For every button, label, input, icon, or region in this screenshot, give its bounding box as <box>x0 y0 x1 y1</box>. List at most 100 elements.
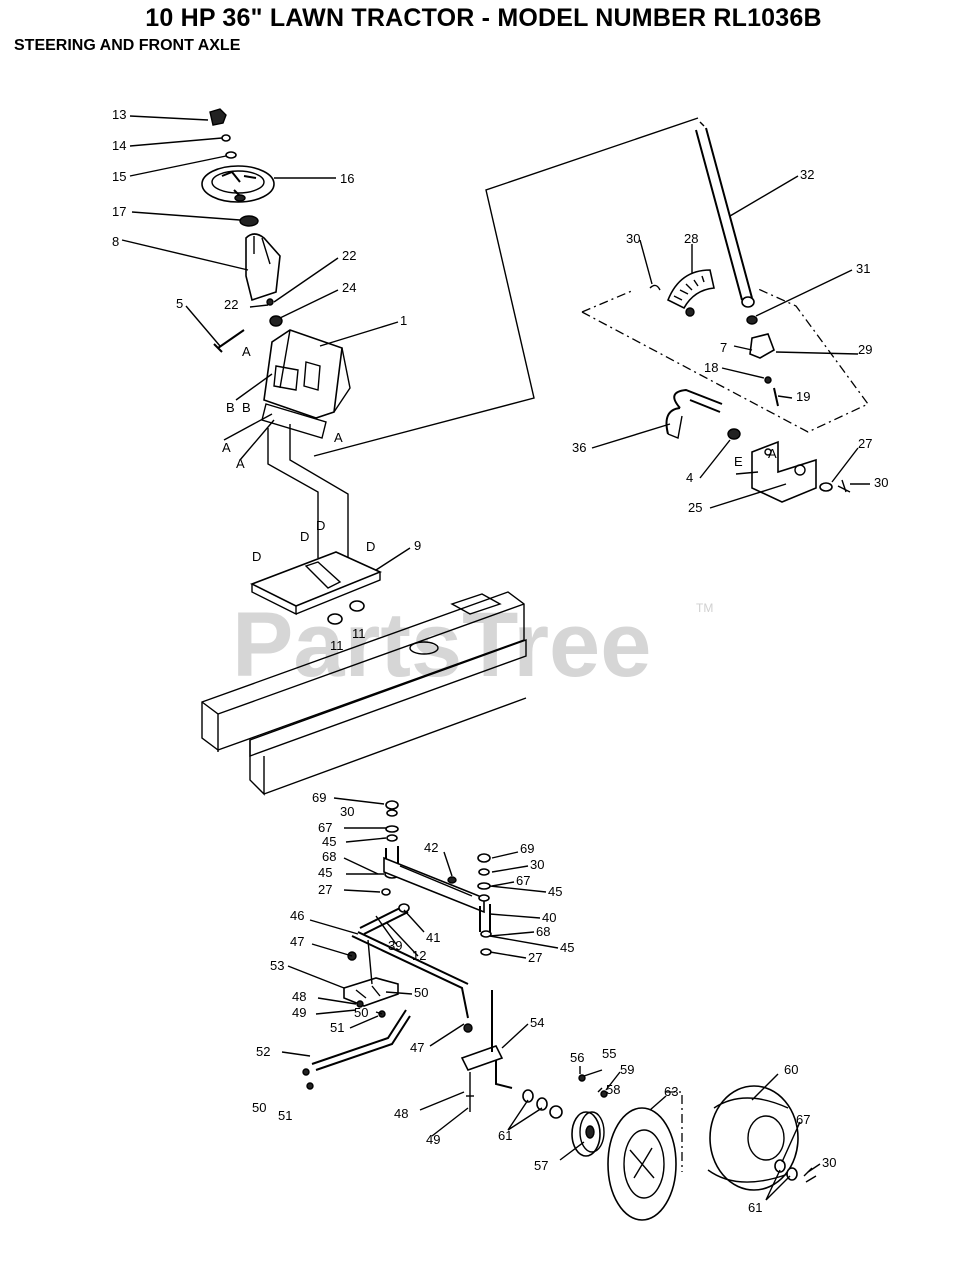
callout-7: 7 <box>720 340 727 355</box>
callout-45-a: 45 <box>322 834 336 849</box>
callout-68-left: 68 <box>322 849 336 864</box>
callout-14: 14 <box>112 138 126 153</box>
callout-42: 42 <box>424 840 438 855</box>
callout-22-lower: 22 <box>224 297 238 312</box>
callout-49-lower: 49 <box>426 1132 440 1147</box>
part-57-hub[interactable] <box>571 1111 605 1157</box>
callout-67-lower: 67 <box>796 1112 810 1127</box>
part-61-washer-a[interactable] <box>522 1089 534 1103</box>
part-16-steering-wheel[interactable] <box>201 165 275 203</box>
part-30-clip-top[interactable] <box>649 284 661 291</box>
callout-A-5: A <box>768 446 777 461</box>
callout-55: 55 <box>602 1046 616 1061</box>
part-24-nut[interactable] <box>269 315 283 327</box>
callout-63: 63 <box>664 1084 678 1099</box>
callout-19: 19 <box>796 389 810 404</box>
part-29-pinion[interactable] <box>749 333 775 359</box>
front-axle-assembly <box>302 800 817 1221</box>
part-4-nut[interactable] <box>727 428 741 440</box>
callout-D-1: D <box>316 518 325 533</box>
part-5-bolt[interactable] <box>213 329 245 353</box>
callout-30-right: 30 <box>874 475 888 490</box>
part-17-bushing[interactable] <box>239 215 259 227</box>
callout-45-c: 45 <box>548 884 562 899</box>
left-spindle-stack[interactable] <box>381 800 400 896</box>
part-32-steering-shaft[interactable] <box>695 127 755 308</box>
part-28-sector-gear[interactable] <box>666 269 715 317</box>
part-19-bolt[interactable] <box>773 387 779 407</box>
part-63-wheel-rim[interactable] <box>607 1107 677 1221</box>
callout-48-lower: 48 <box>394 1106 408 1121</box>
callout-45-b: 45 <box>318 865 332 880</box>
callout-69-right: 69 <box>520 841 534 856</box>
section-subtitle: STEERING AND FRONT AXLE <box>14 37 241 54</box>
callout-A-2: A <box>222 440 231 455</box>
part-36-pitman-arm[interactable] <box>665 388 723 439</box>
link-line-1 <box>313 117 699 457</box>
callout-69-left: 69 <box>312 790 326 805</box>
callout-B-2: B <box>242 400 251 415</box>
part-9-support-plate[interactable] <box>250 551 383 616</box>
callout-11-right: 11 <box>352 626 366 641</box>
callout-59: 59 <box>620 1062 634 1077</box>
callout-40: 40 <box>542 910 556 925</box>
part-60-tire[interactable] <box>707 1085 799 1191</box>
callout-31: 31 <box>856 261 870 276</box>
part-42-axle-beam[interactable] <box>383 856 485 914</box>
part-56-bushing[interactable] <box>549 1105 563 1119</box>
part-13-cap[interactable] <box>209 108 227 126</box>
callout-51-upper: 51 <box>330 1020 344 1035</box>
callout-54: 54 <box>530 1015 544 1030</box>
callout-18: 18 <box>704 360 718 375</box>
callout-27-right: 27 <box>528 950 542 965</box>
part-67-washer-lower[interactable] <box>774 1159 786 1173</box>
callout-67-left: 67 <box>318 820 332 835</box>
callout-48-upper: 48 <box>292 989 306 1004</box>
part-46-tie-rod[interactable] <box>351 931 469 1019</box>
part-11-bolt-right[interactable] <box>349 600 365 612</box>
part-11-bolt-left[interactable] <box>327 613 343 625</box>
callout-9: 9 <box>414 538 421 553</box>
callout-29: 29 <box>858 342 872 357</box>
part-31-bushing[interactable] <box>746 315 758 325</box>
right-spindle-stack[interactable] <box>477 853 492 956</box>
part-8-column-cover[interactable] <box>245 233 281 302</box>
part-52-rod[interactable] <box>311 1009 411 1071</box>
part-30-clip-right[interactable] <box>837 479 851 493</box>
callout-8: 8 <box>112 234 119 249</box>
part-25-bracket[interactable] <box>751 440 817 503</box>
part-54-spindle[interactable] <box>460 990 513 1089</box>
part-18-washer[interactable] <box>764 376 772 384</box>
callout-11-left: 11 <box>330 638 344 653</box>
sector-dashed-outline <box>581 287 869 433</box>
hub-bracket-outline <box>666 1091 683 1172</box>
watermark-trademark: TM <box>696 601 713 615</box>
part-14-washer[interactable] <box>221 134 231 142</box>
callout-51-lower: 51 <box>278 1108 292 1123</box>
callout-47-upper: 47 <box>290 934 304 949</box>
callout-52: 52 <box>256 1044 270 1059</box>
callout-30-lower: 30 <box>822 1155 836 1170</box>
callout-49-upper: 49 <box>292 1005 306 1020</box>
part-61-washer-b[interactable] <box>536 1097 548 1111</box>
part-15-washer[interactable] <box>225 151 237 159</box>
callout-27-upper: 27 <box>858 436 872 451</box>
callout-58: 58 <box>606 1082 620 1097</box>
callout-15: 15 <box>112 169 126 184</box>
callout-53: 53 <box>270 958 284 973</box>
callout-67-right: 67 <box>516 873 530 888</box>
callout-B-1: B <box>226 400 235 415</box>
part-55-fitting[interactable] <box>578 1074 586 1082</box>
part-22-clip[interactable] <box>266 298 274 306</box>
callout-1: 1 <box>400 313 407 328</box>
callout-D-2: D <box>300 529 309 544</box>
part-27-washer-right[interactable] <box>819 482 833 492</box>
callout-27-left: 27 <box>318 882 332 897</box>
part-59-valve[interactable] <box>600 1090 608 1098</box>
part-1-dash-panel[interactable] <box>261 329 351 439</box>
callout-16: 16 <box>340 171 354 186</box>
callout-A-4: A <box>334 430 343 445</box>
callout-30-top: 30 <box>626 231 640 246</box>
leader-lines <box>121 115 870 1201</box>
